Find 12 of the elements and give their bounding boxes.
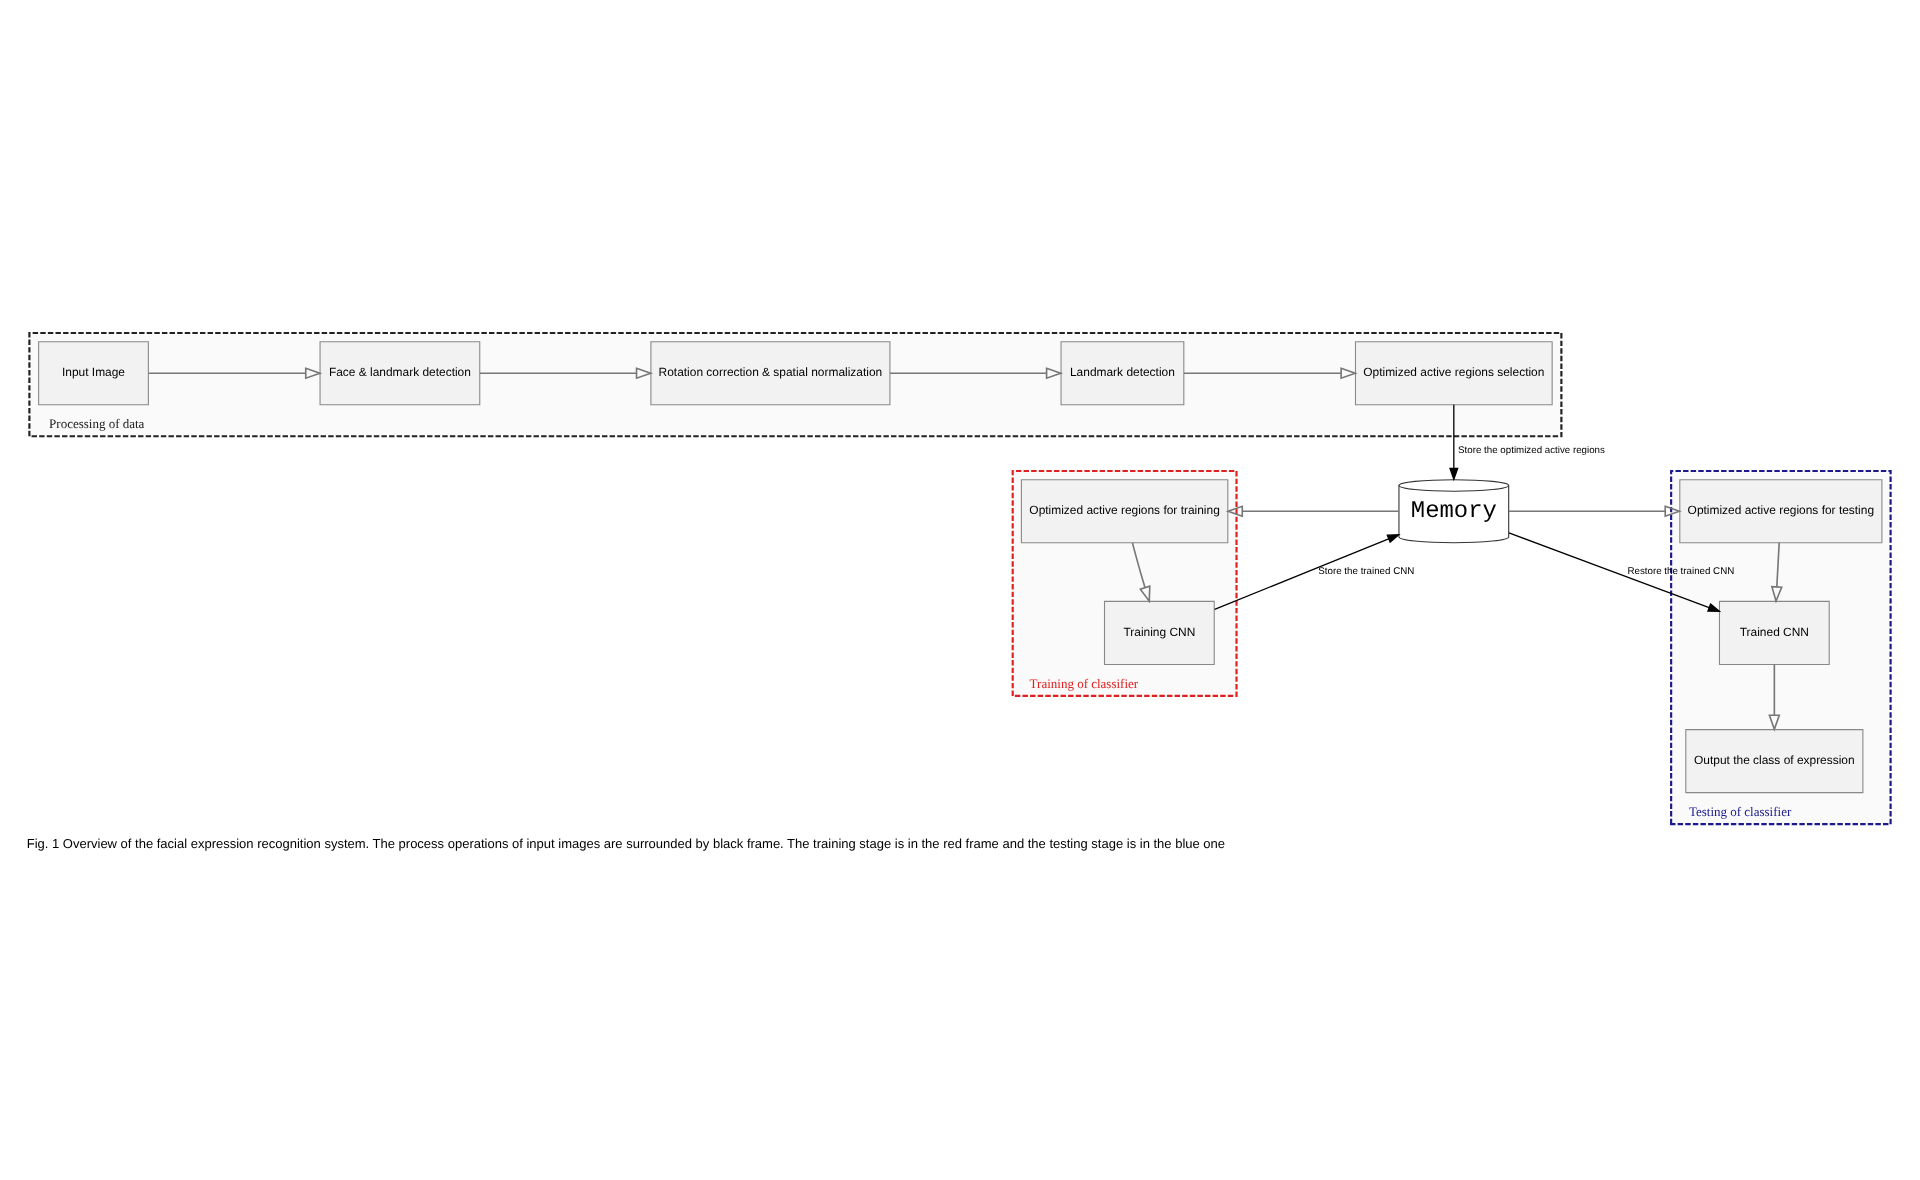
arrow	[1225, 505, 1400, 518]
arrow	[889, 367, 1064, 380]
arrow	[1508, 532, 1722, 613]
arrow	[1449, 404, 1459, 482]
arrow	[1770, 541, 1783, 604]
arrow	[1183, 367, 1358, 380]
arrow	[479, 367, 654, 380]
arrow	[1507, 505, 1682, 518]
arrow	[1214, 533, 1401, 611]
arrow	[1131, 542, 1151, 604]
arrow	[147, 367, 323, 380]
arrow	[1768, 663, 1781, 732]
